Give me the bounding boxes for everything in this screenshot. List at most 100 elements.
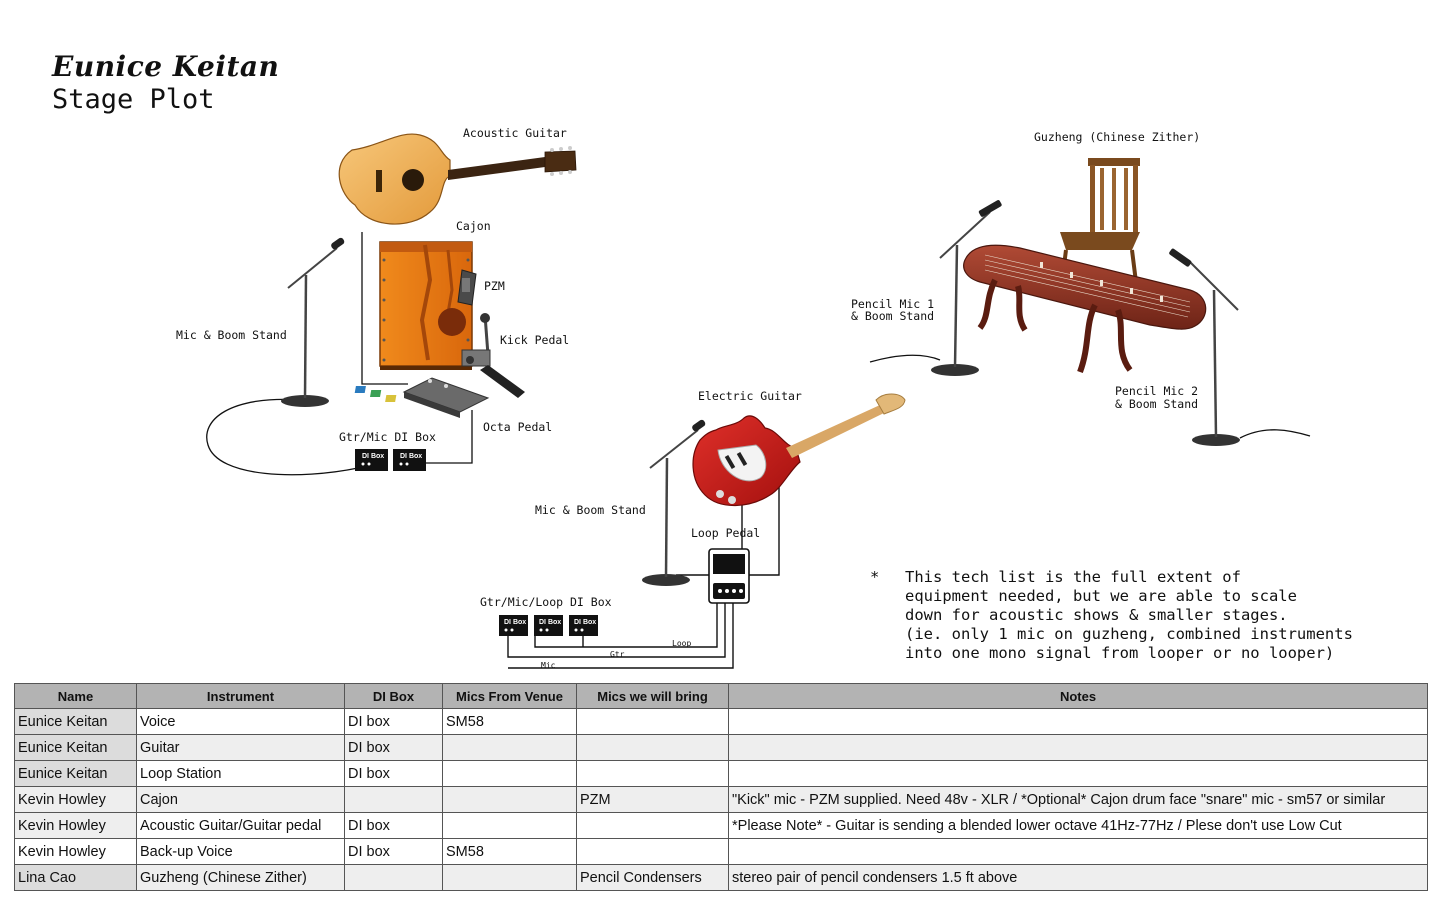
cell-mics-bring: PZM — [576, 786, 729, 813]
cell-di-box: DI box — [344, 812, 443, 839]
note-line: into one mono signal from looper or no l… — [905, 644, 1335, 662]
svg-text:DI Box: DI Box — [362, 453, 384, 460]
table-row: Eunice Keitan Voice DI box SM58 — [14, 708, 1428, 735]
cell-mics-bring — [576, 734, 729, 761]
svg-text:DI Box: DI Box — [574, 619, 596, 626]
cell-notes: stereo pair of pencil condensers 1.5 ft … — [728, 864, 1428, 891]
kick-pedal — [461, 313, 525, 398]
col-header-instrument: Instrument — [136, 683, 345, 709]
label-octa-pedal: Octa Pedal — [483, 420, 552, 434]
cell-name: Eunice Keitan — [14, 734, 137, 761]
svg-text:DI Box: DI Box — [539, 619, 561, 626]
table-row: Lina Cao Guzheng (Chinese Zither) Pencil… — [14, 864, 1428, 891]
cell-mics-venue — [442, 864, 577, 891]
svg-text:DI Box: DI Box — [504, 619, 526, 626]
note-line: (ie. only 1 mic on guzheng, combined ins… — [905, 625, 1353, 643]
col-header-notes: Notes — [728, 683, 1428, 709]
col-header-mics-we-bring: Mics we will bring — [576, 683, 729, 709]
cell-notes — [728, 708, 1428, 735]
cell-mics-bring — [576, 838, 729, 865]
artist-name: Eunice Keitan — [52, 50, 280, 83]
electric-guitar — [692, 393, 906, 507]
octa-pedal — [354, 377, 490, 418]
cell-mics-bring — [576, 812, 729, 839]
col-header-di-box: DI Box — [344, 683, 443, 709]
cell-mics-venue — [442, 734, 577, 761]
note-line: This tech list is the full extent of — [905, 568, 1241, 586]
left-cables — [206, 232, 473, 476]
page-subtitle: Stage Plot — [52, 84, 215, 115]
cell-notes — [728, 734, 1428, 761]
table-row: Kevin Howley Back-up Voice DI box SM58 — [14, 838, 1428, 865]
cell-notes: *Please Note* - Guitar is sending a blen… — [728, 812, 1428, 839]
label-loop-pedal: Loop Pedal — [691, 526, 760, 540]
cell-name: Kevin Howley — [14, 786, 137, 813]
label-electric-guitar: Electric Guitar — [698, 389, 802, 403]
cell-notes — [728, 760, 1428, 787]
cajon — [379, 241, 473, 370]
label-di-box-left: Gtr/Mic DI Box — [339, 430, 436, 444]
note-line: equipment needed, but we are able to sca… — [905, 587, 1297, 605]
label-di-box-center: Gtr/Mic/Loop DI Box — [480, 595, 612, 609]
cell-mics-bring: Pencil Condensers — [576, 864, 729, 891]
label-pzm: PZM — [484, 279, 505, 293]
cable-loop-label: Loop — [672, 639, 691, 648]
stage-plot-diagram: Acoustic Guitar Cajon PZM Kick Pedal — [176, 126, 1311, 670]
label-pencil-mic-2-l2: & Boom Stand — [1115, 397, 1198, 411]
cable-gtr-label: Gtr — [610, 650, 625, 659]
di-box-center-2: DI Box — [534, 615, 563, 636]
table-header-row: Name Instrument DI Box Mics From Venue M… — [14, 683, 1428, 709]
cell-instrument: Guitar — [136, 734, 345, 761]
tech-list-table: Name Instrument DI Box Mics From Venue M… — [14, 683, 1428, 891]
cell-di-box: DI box — [344, 838, 443, 865]
cell-di-box: DI box — [344, 708, 443, 735]
di-box-center-1: DI Box — [499, 615, 528, 636]
label-mic-boom-left: Mic & Boom Stand — [176, 328, 287, 342]
note-asterisk: * — [870, 568, 880, 586]
pencil-mic-1 — [869, 200, 1002, 376]
cell-mics-venue — [442, 812, 577, 839]
cell-notes: "Kick" mic - PZM supplied. Need 48v - XL… — [728, 786, 1428, 813]
cell-mics-venue — [442, 786, 577, 813]
table-row: Eunice Keitan Loop Station DI box — [14, 760, 1428, 787]
di-box-center-3: DI Box — [569, 615, 598, 636]
label-mic-boom-center: Mic & Boom Stand — [535, 503, 646, 517]
pzm-mic — [457, 269, 477, 306]
cell-instrument: Back-up Voice — [136, 838, 345, 865]
cell-di-box — [344, 864, 443, 891]
cell-mics-venue: SM58 — [442, 708, 577, 735]
guzheng — [963, 244, 1207, 374]
note-line: down for acoustic shows & smaller stages… — [905, 606, 1288, 624]
cell-mics-venue — [442, 760, 577, 787]
loop-pedal — [708, 548, 750, 604]
cell-instrument: Loop Station — [136, 760, 345, 787]
cell-mics-bring — [576, 708, 729, 735]
tech-note: * This tech list is the full extent of e… — [870, 568, 1353, 663]
cell-notes — [728, 838, 1428, 865]
label-cajon: Cajon — [456, 219, 491, 233]
cell-name: Lina Cao — [14, 864, 137, 891]
label-kick-pedal: Kick Pedal — [500, 333, 569, 347]
cell-name: Kevin Howley — [14, 812, 137, 839]
pencil-mic-2 — [1169, 248, 1311, 446]
cell-instrument: Cajon — [136, 786, 345, 813]
cell-di-box: DI box — [344, 734, 443, 761]
mic-stand-center — [642, 419, 706, 586]
cell-instrument: Guzheng (Chinese Zither) — [136, 864, 345, 891]
table-row: Kevin Howley Cajon PZM "Kick" mic - PZM … — [14, 786, 1428, 813]
mic-stand-left — [281, 237, 345, 407]
svg-text:DI Box: DI Box — [400, 453, 422, 460]
acoustic-guitar — [338, 133, 577, 225]
di-box-left-1: DI Box — [355, 449, 388, 471]
label-pencil-mic-1-l2: & Boom Stand — [851, 309, 934, 323]
cell-instrument: Voice — [136, 708, 345, 735]
cell-di-box: DI box — [344, 760, 443, 787]
col-header-name: Name — [14, 683, 137, 709]
cell-mics-venue: SM58 — [442, 838, 577, 865]
table-row: Kevin Howley Acoustic Guitar/Guitar peda… — [14, 812, 1428, 839]
cell-mics-bring — [576, 760, 729, 787]
table-row: Eunice Keitan Guitar DI box — [14, 734, 1428, 761]
label-pencil-mic-2-l1: Pencil Mic 2 — [1115, 384, 1198, 398]
cell-name: Eunice Keitan — [14, 760, 137, 787]
label-acoustic-guitar: Acoustic Guitar — [463, 126, 567, 140]
